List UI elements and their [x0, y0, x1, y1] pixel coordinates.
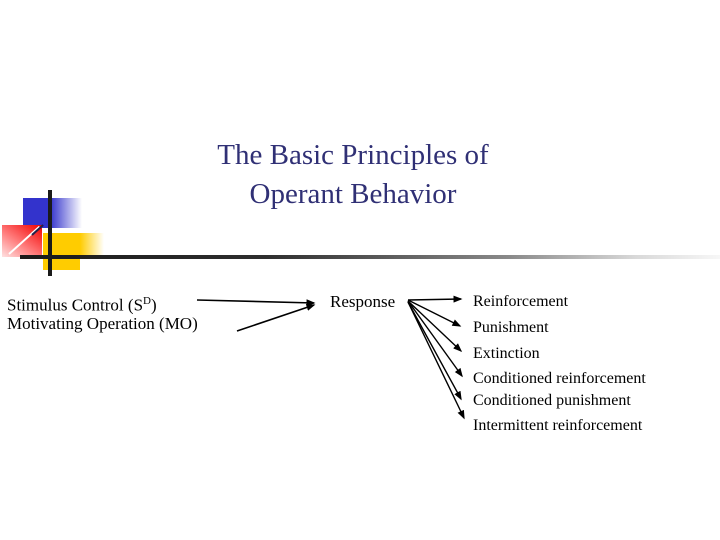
decoration-blue-fade — [50, 198, 82, 228]
arrow-motivating-to-response — [236, 304, 316, 332]
response-label: Response — [330, 292, 396, 311]
outcome-item-conditioned-punishment: Conditioned punishment — [473, 392, 631, 409]
decoration-yellow-fade — [80, 233, 104, 258]
outcome-item-reinforcement: Reinforcement — [473, 293, 569, 310]
stimulus-prefix: Stimulus Control (S — [7, 295, 144, 315]
arrow-response-to-punishment — [407, 299, 462, 327]
motivating-operation-label: Motivating Operation (MO) — [7, 314, 198, 333]
outcome-item-punishment: Punishment — [473, 319, 549, 336]
stimulus-suffix: ) — [150, 295, 157, 315]
arrow-response-to-reinforcement — [407, 295, 463, 303]
title-line-2: Operant Behavior — [249, 178, 457, 210]
arrow-response-to-intermittent-reinforcement — [407, 301, 465, 420]
arrow-response-to-conditioned-punishment — [407, 301, 462, 401]
title-line-1: The Basic Principles of — [217, 139, 489, 171]
outcome-item-intermittent-reinforcement: Intermittent reinforcement — [473, 417, 643, 434]
stimulus-control-label: Stimulus Control (SD) — [7, 291, 157, 316]
outcome-item-extinction: Extinction — [473, 345, 540, 362]
stimulus-superscript: D — [143, 295, 151, 307]
page-title: The Basic Principles of Operant Behavior — [0, 136, 706, 214]
outcome-item-conditioned-reinforcement: Conditioned reinforcement — [473, 370, 646, 387]
title-divider-line — [20, 255, 720, 259]
arrow-response-to-conditioned-reinforcement — [407, 300, 463, 378]
decoration-vertical-line — [48, 190, 52, 276]
arrow-response-to-extinction — [407, 300, 463, 353]
arrow-stimulus-to-response — [196, 299, 316, 307]
decoration-blue-square — [23, 198, 50, 228]
